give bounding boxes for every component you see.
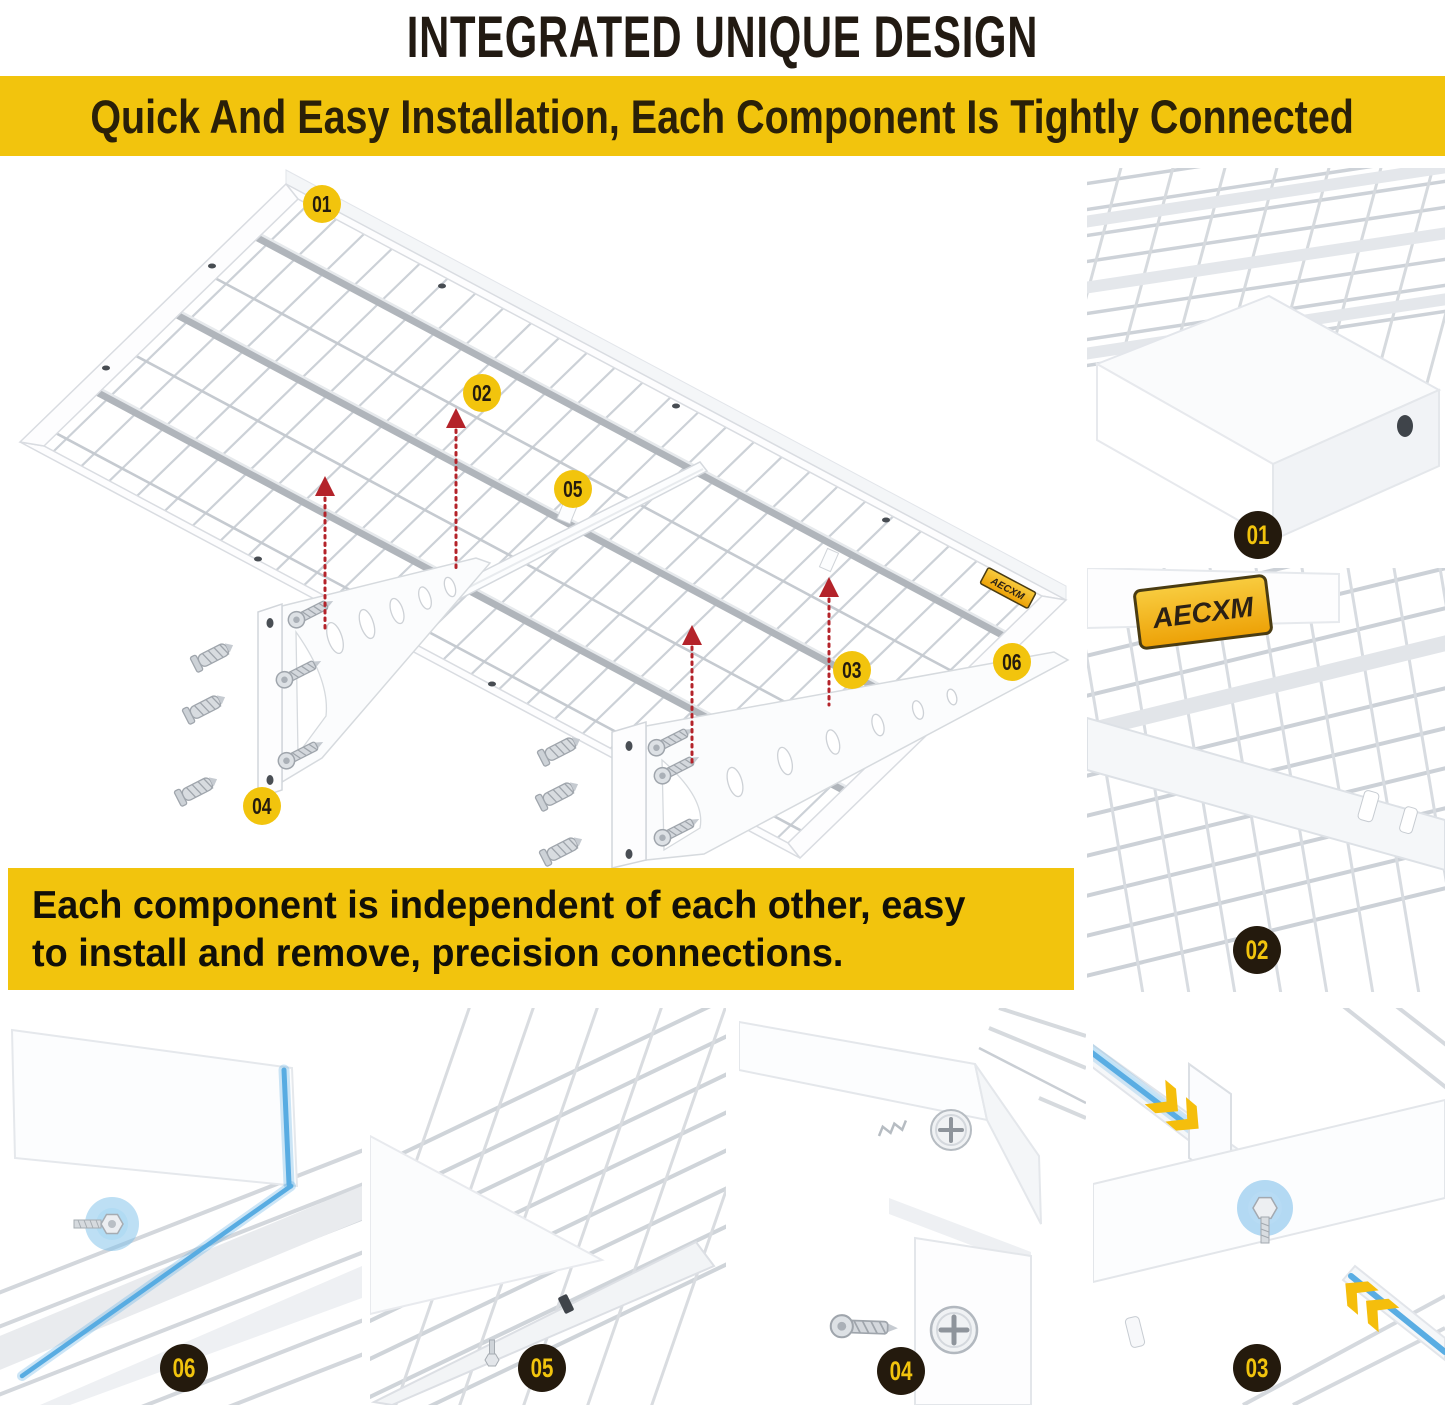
page-title: INTEGRATED UNIQUE DESIGN [0, 0, 1445, 74]
callout-badge-05: 05 [554, 470, 592, 508]
detail-photo-bracket-logo: AECXM 02 [1087, 568, 1445, 992]
photo-badge-03: 03 [1233, 1344, 1281, 1392]
info-box-line1: Each component is independent of each ot… [32, 884, 966, 927]
assembly-arrowheads [315, 408, 839, 645]
shelf-exploded-view-drawing: AECXM [18, 169, 1070, 869]
photo-badge-01: 01 [1234, 511, 1282, 559]
wall-bracket-left [173, 557, 492, 808]
exploded-assembly-diagram: AECXM [0, 160, 1080, 870]
detail-photo-crossbar-slot: 05 [370, 1008, 726, 1405]
frame-band [0, 1186, 362, 1370]
detail-photo-corner-joint: 06 [0, 1008, 362, 1405]
callout-badge-06: 06 [993, 643, 1031, 681]
bracket-arm [1087, 716, 1445, 872]
subtitle-banner-text: Quick And Easy Installation, Each Compon… [90, 89, 1355, 143]
lag-screw [829, 1313, 900, 1341]
assembly-arrows [323, 428, 831, 768]
bolt-with-glow [1237, 1180, 1293, 1244]
wall-bracket-right [534, 651, 1070, 869]
top-slab [739, 1020, 989, 1122]
shelf-slab [10, 1028, 299, 1188]
white-wedge [370, 1134, 605, 1316]
detail-photo-frame-corner: 01 [1087, 168, 1445, 560]
brand-sticker-large: AECXM [1133, 574, 1273, 650]
slab-step [974, 1063, 1042, 1225]
phillips-screw-top [930, 1109, 972, 1151]
brand-sticker-small: AECXM [979, 567, 1037, 609]
photo-badge-06: 06 [160, 1344, 208, 1392]
photo-badge-05: 05 [518, 1344, 566, 1392]
wire-lines [978, 1008, 1086, 1120]
detail-photo-rail-slide: 03 [1093, 1008, 1445, 1405]
detail-photo-bracket-screws: 04 [739, 1008, 1086, 1405]
channel-rail [1087, 635, 1445, 740]
blue-highlight-seam [17, 1064, 296, 1381]
page-title-text: INTEGRATED UNIQUE DESIGN [406, 4, 1039, 70]
callout-badge-03: 03 [833, 651, 871, 689]
photo-badge-04: 04 [877, 1347, 925, 1395]
phillips-screw-bottom [929, 1305, 979, 1355]
spring [877, 1120, 908, 1137]
channel-rail-with-slot [370, 1240, 716, 1405]
small-bolt [484, 1339, 500, 1367]
frame-band2 [40, 1266, 362, 1405]
callout-badge-01: 01 [303, 185, 341, 223]
bolt-with-glow [73, 1197, 139, 1251]
subtitle-banner: Quick And Easy Installation, Each Compon… [0, 76, 1445, 156]
info-box-line2: to install and remove, precision connect… [32, 932, 844, 975]
slide-rail-bottom [1341, 1264, 1445, 1362]
photo-badge-02: 02 [1233, 926, 1281, 974]
frame-corner-slab [1094, 294, 1442, 542]
info-box: Each component is independent of each ot… [8, 868, 1074, 990]
callout-badge-02: 02 [463, 374, 501, 412]
callout-badge-04: 04 [243, 787, 281, 825]
shelf-top-face [285, 169, 1067, 601]
